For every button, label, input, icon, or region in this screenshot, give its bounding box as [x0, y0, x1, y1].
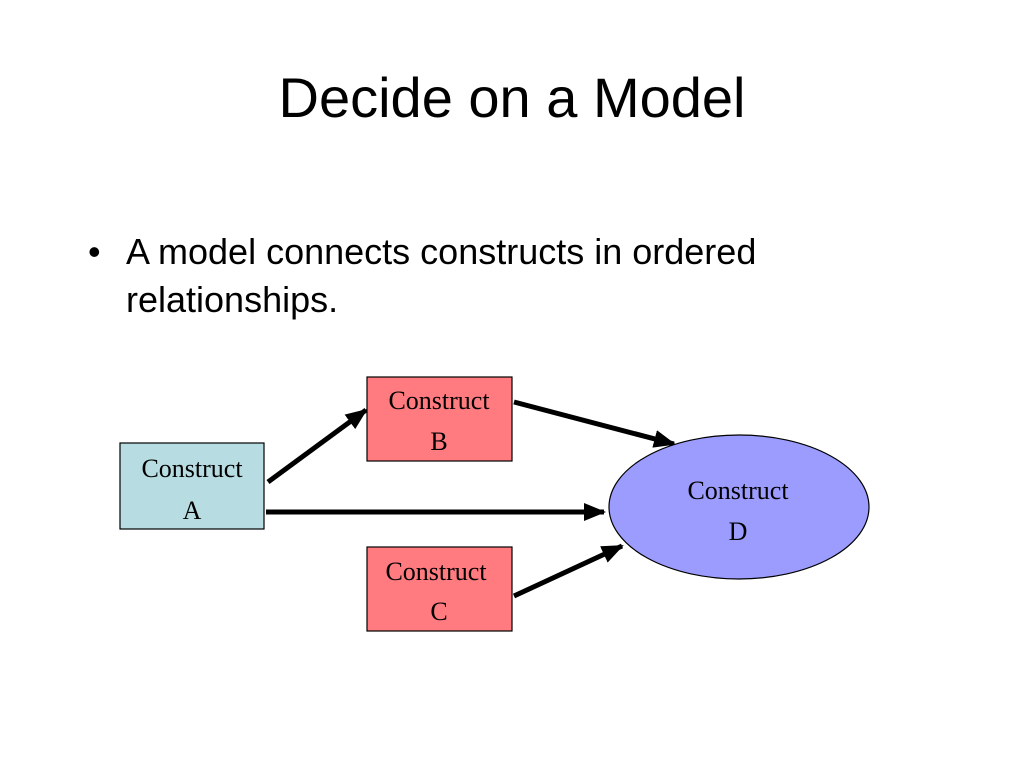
construct-b-label-line1: Construct [388, 386, 490, 415]
edge-c-to-d [512, 543, 624, 599]
construct-c-label-line2: C [430, 597, 447, 626]
edge-a-to-b [266, 407, 368, 485]
construct-a-node: Construct A [119, 442, 265, 530]
construct-d-label-line2: D [729, 517, 748, 546]
bullet-text: A model connects constructs in ordered r… [126, 231, 757, 320]
edge-b-to-d [513, 399, 676, 448]
bullet-dot-icon: • [88, 231, 101, 272]
construct-c-label-line1: Construct [385, 557, 487, 586]
construct-d-node: Construct D [608, 434, 870, 580]
construct-b-node: Construct B [366, 376, 513, 462]
construct-b-box [366, 376, 513, 462]
slide-title: Decide on a Model [278, 66, 746, 129]
bullet-item: • A model connects constructs in ordered… [88, 228, 888, 324]
construct-a-label-line2: A [183, 496, 202, 525]
construct-c-box [366, 546, 513, 632]
construct-d-label-line1: Construct [687, 476, 789, 505]
construct-d-ellipse [608, 434, 870, 580]
construct-c-node: Construct C [366, 546, 513, 632]
construct-b-label-line2: B [430, 427, 447, 456]
construct-a-box [119, 442, 265, 530]
construct-a-label-line1: Construct [141, 454, 243, 483]
